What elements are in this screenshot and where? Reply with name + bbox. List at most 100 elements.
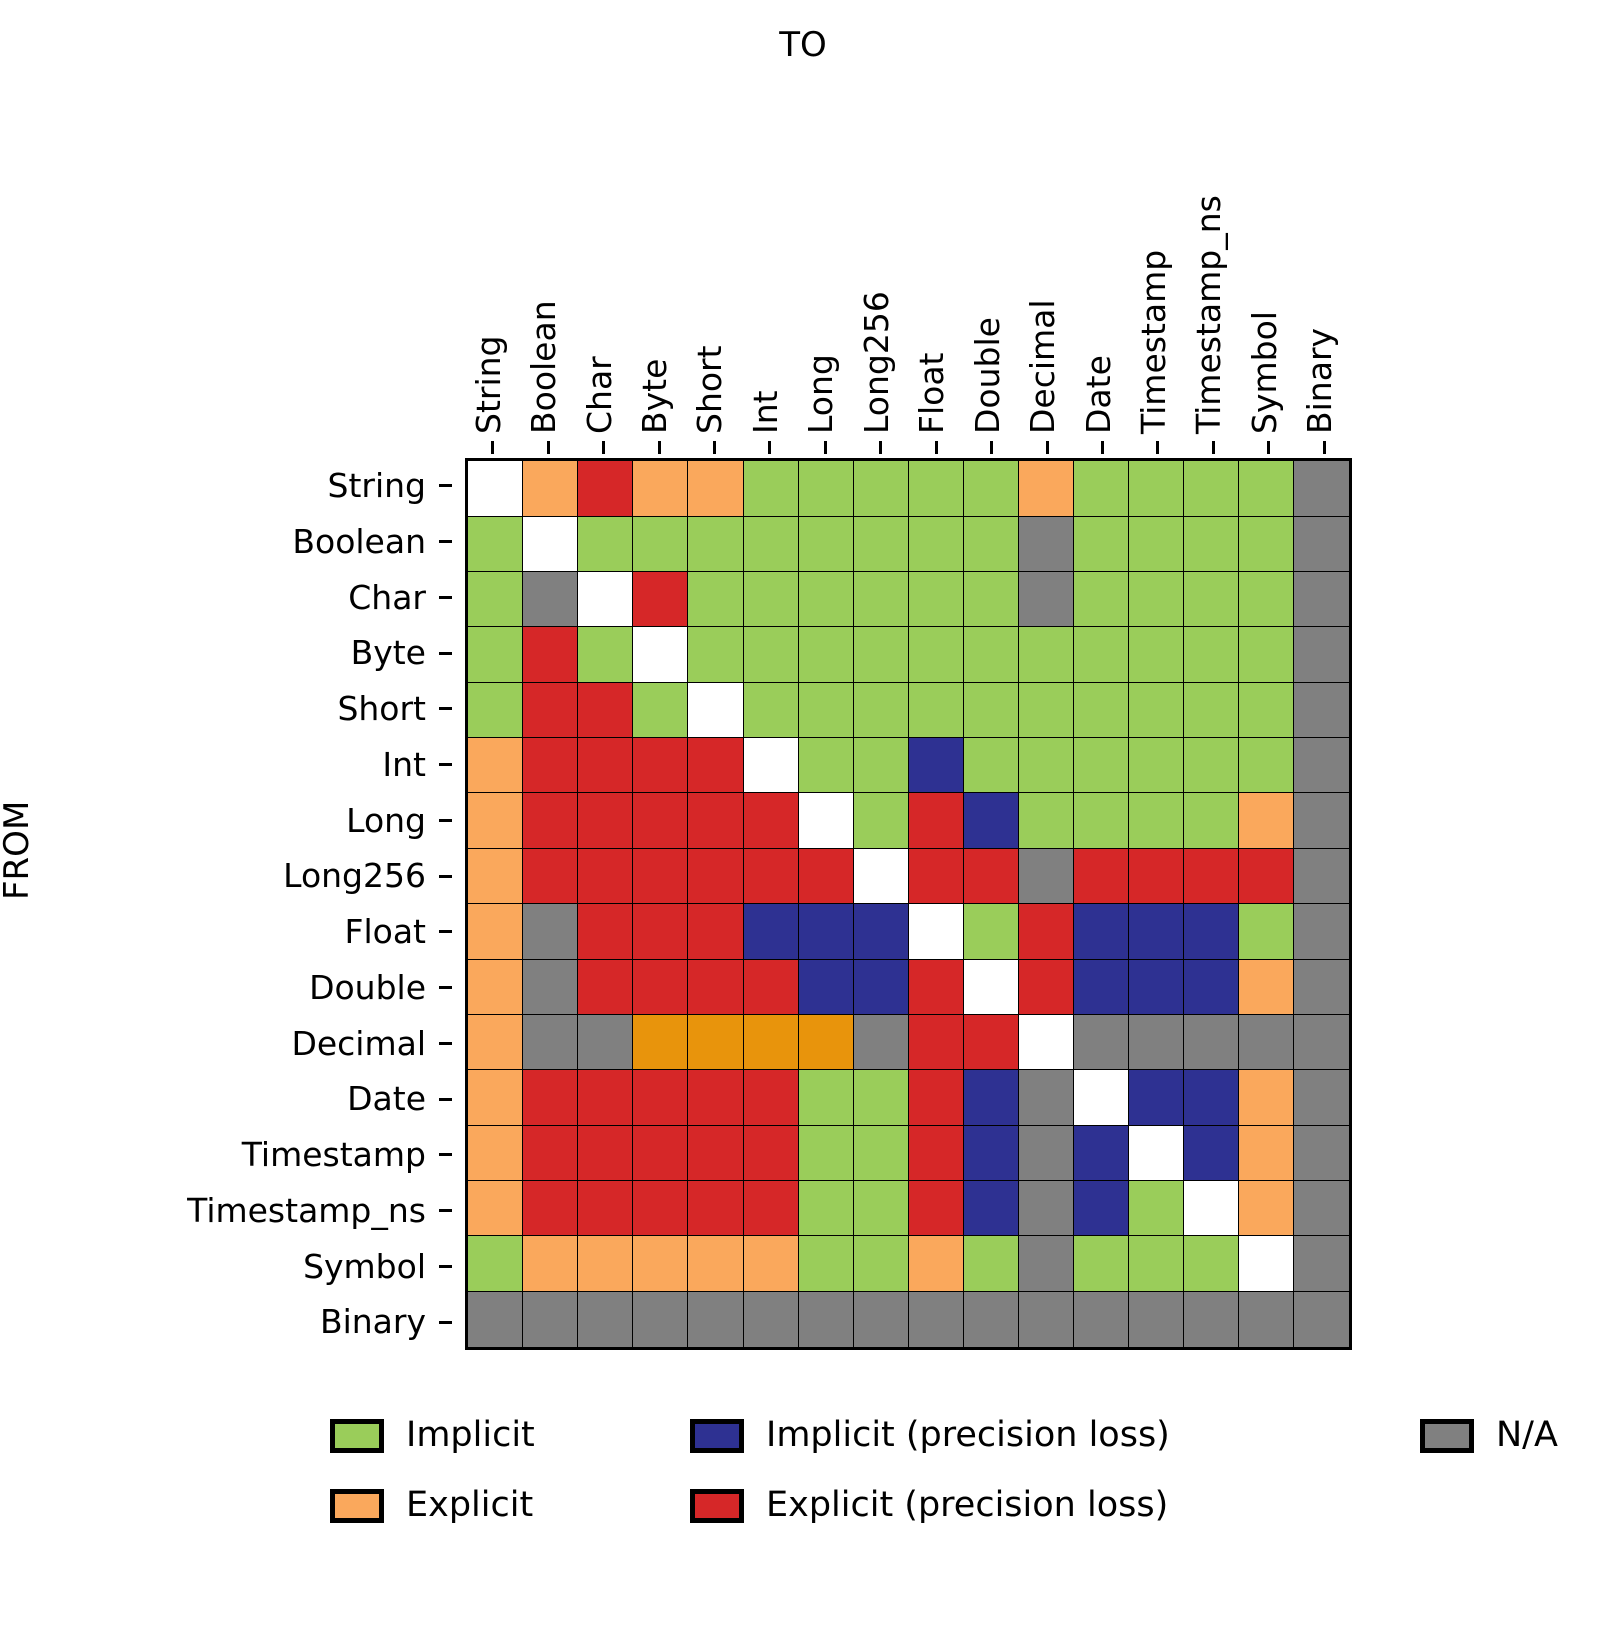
heatmap-cell: [907, 958, 965, 1016]
heatmap-cell: [742, 1290, 800, 1348]
heatmap-cell: [1183, 1290, 1240, 1348]
heatmap-cell: [742, 792, 800, 850]
heatmap-cell: [1238, 903, 1295, 961]
heatmap-cell: [852, 1180, 910, 1238]
x-tick: [1045, 441, 1049, 454]
heatmap-cell: [467, 1069, 524, 1127]
heatmap-cell: [907, 847, 965, 905]
row-label-long: Long: [346, 800, 426, 840]
heatmap-cell: [1293, 1013, 1350, 1071]
heatmap-cell: [522, 1013, 579, 1071]
heatmap-cell: [797, 792, 855, 850]
heatmap-cell: [1017, 681, 1075, 739]
heatmap-cell: [742, 1235, 800, 1293]
heatmap-cell: [1017, 847, 1075, 905]
heatmap-cell: [1127, 1290, 1185, 1348]
heatmap-cell: [742, 847, 800, 905]
heatmap-cell: [852, 1290, 910, 1348]
heatmap-cell: [687, 1069, 745, 1127]
heatmap-cell: [1072, 460, 1130, 518]
heatmap-cell: [522, 515, 579, 573]
heatmap-cell: [1072, 570, 1130, 628]
y-tick: [439, 1264, 452, 1268]
heatmap-cell: [632, 1013, 690, 1071]
heatmap-cell: [687, 1235, 745, 1293]
heatmap-cell: [1293, 460, 1350, 518]
y-tick: [439, 1097, 452, 1101]
heatmap-cell: [1293, 847, 1350, 905]
heatmap-cell: [467, 681, 524, 739]
heatmap-cell: [467, 1124, 524, 1182]
heatmap-cell: [632, 1069, 690, 1127]
y-tick: [439, 1041, 452, 1045]
heatmap-cell: [632, 1180, 690, 1238]
x-tick: [602, 441, 606, 454]
heatmap-cell: [962, 460, 1020, 518]
column-label-decimal: Decimal: [1023, 299, 1063, 434]
heatmap-cell: [522, 681, 579, 739]
row-label-float: Float: [344, 912, 426, 951]
column-label-long: Long: [801, 354, 841, 434]
heatmap-cell: [522, 1290, 579, 1348]
heatmap-cell: [907, 1290, 965, 1348]
column-label-symbol: Symbol: [1244, 311, 1284, 434]
row-label-date: Date: [347, 1079, 426, 1119]
legend-item-na: N/A: [1420, 1418, 1558, 1453]
heatmap-cell: [577, 1180, 634, 1238]
heatmap-cell: [797, 460, 855, 518]
heatmap-cell: [852, 1013, 910, 1071]
heatmap-cell: [1293, 570, 1350, 628]
heatmap-cell: [962, 903, 1020, 961]
heatmap-cell: [687, 1180, 745, 1238]
heatmap-cell: [1238, 847, 1295, 905]
legend-label: N/A: [1496, 1415, 1558, 1455]
heatmap-cell: [907, 1235, 965, 1293]
heatmap-cell: [852, 958, 910, 1016]
heatmap-cell: [1072, 792, 1130, 850]
heatmap-cell: [1017, 1180, 1075, 1238]
heatmap-cell: [962, 737, 1020, 795]
heatmap-cell: [1072, 737, 1130, 795]
x-tick: [1267, 441, 1271, 454]
x-tick: [712, 441, 716, 454]
row-label-short: Short: [337, 689, 426, 728]
y-tick: [439, 707, 452, 711]
heatmap-cell: [1072, 847, 1130, 905]
heatmap-cell: [852, 792, 910, 850]
heatmap-cell: [1183, 958, 1240, 1016]
column-label-short: Short: [690, 345, 730, 434]
column-label-char: Char: [579, 356, 619, 434]
heatmap-cell: [1183, 737, 1240, 795]
heatmap-cell: [1127, 737, 1185, 795]
heatmap-cell: [1183, 626, 1240, 684]
heatmap-cell: [1072, 958, 1130, 1016]
heatmap-cell: [962, 626, 1020, 684]
heatmap-cell: [577, 626, 634, 684]
y-tick: [439, 763, 452, 767]
heatmap-cell: [962, 847, 1020, 905]
x-axis-title: TO: [779, 25, 827, 65]
heatmap-cell: [742, 1180, 800, 1238]
heatmap-cell: [907, 570, 965, 628]
heatmap-cell: [687, 792, 745, 850]
row-label-string: String: [327, 466, 426, 505]
heatmap-cell: [1072, 1290, 1130, 1348]
heatmap-cell: [467, 737, 524, 795]
column-label-timestamp: Timestamp: [1133, 249, 1173, 434]
heatmap-cell: [1183, 460, 1240, 518]
heatmap-cell: [577, 1235, 634, 1293]
heatmap-cell: [1017, 1013, 1075, 1071]
heatmap-cell: [1183, 681, 1240, 739]
heatmap-cell: [1017, 570, 1075, 628]
row-label-binary: Binary: [319, 1302, 426, 1342]
heatmap-cell: [467, 1290, 524, 1348]
heatmap-cell: [907, 1124, 965, 1182]
y-tick: [439, 595, 452, 599]
y-tick: [439, 540, 452, 544]
heatmap-cell: [907, 903, 965, 961]
heatmap-cell: [852, 681, 910, 739]
heatmap-cell: [577, 570, 634, 628]
legend-swatch-explicit: [330, 1488, 384, 1523]
